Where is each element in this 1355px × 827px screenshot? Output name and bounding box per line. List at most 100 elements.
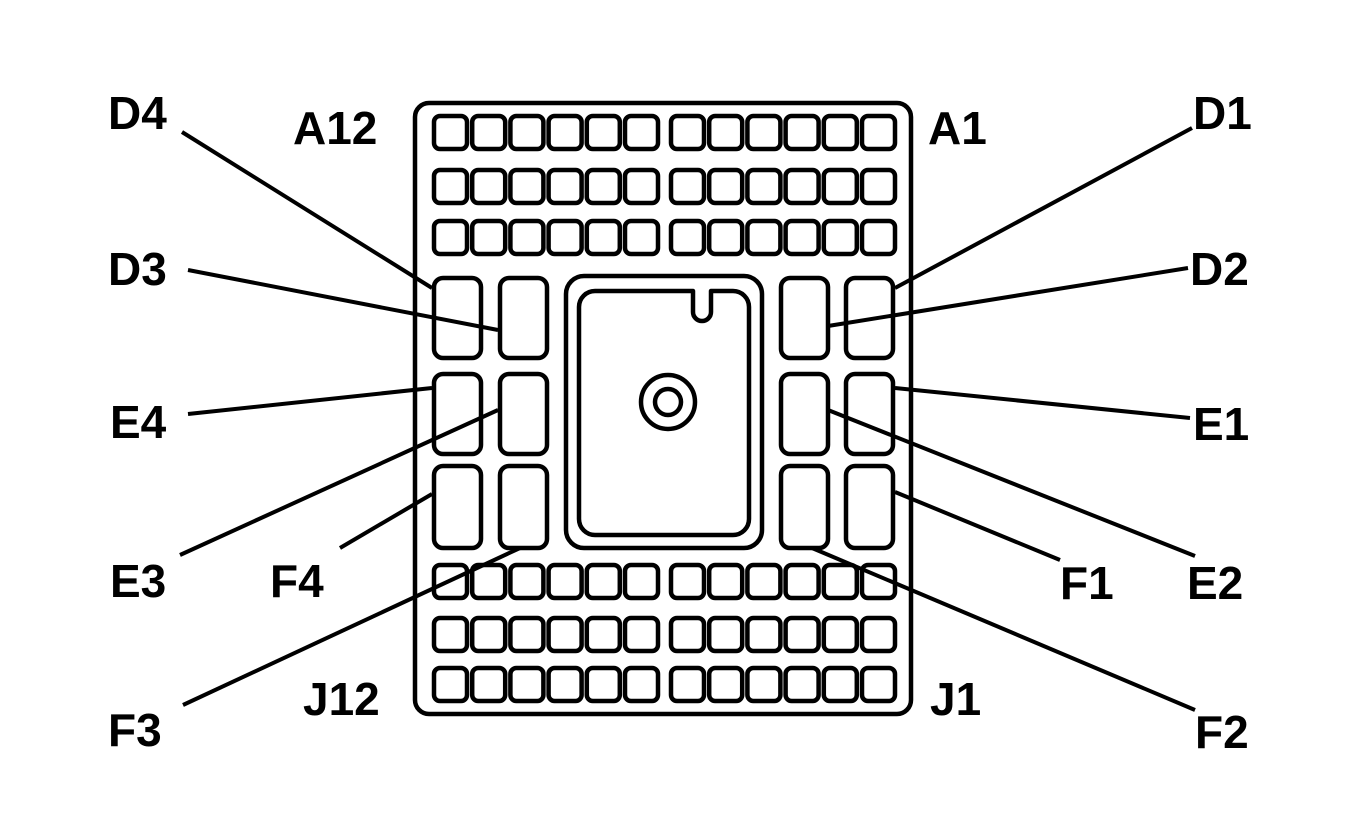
- bottom-pin-cavity: [546, 615, 584, 654]
- bottom-pin-cavity: [584, 562, 623, 601]
- top-pin-cavity: [745, 218, 783, 257]
- top-pin-cavity: [584, 113, 623, 152]
- top-pin-cavity: [821, 167, 860, 206]
- top-pin-cavity: [821, 113, 860, 152]
- label-f4: F4: [270, 555, 324, 607]
- bottom-pin-cavity: [668, 615, 707, 654]
- leader-f1: [894, 490, 1061, 562]
- top-pin-cavity: [668, 218, 707, 257]
- cavity-f3: [497, 463, 550, 551]
- top-pin-cavity: [546, 113, 584, 152]
- bottom-pin-cavity: [745, 562, 783, 601]
- top-pin-cavity: [706, 218, 745, 257]
- label-j12: J12: [303, 673, 380, 725]
- leader-d1: [894, 126, 1193, 290]
- label-e3: E3: [110, 555, 166, 607]
- label-e4: E4: [110, 396, 167, 448]
- bottom-pin-cavity: [745, 665, 783, 704]
- bottom-pin-cavity: [469, 665, 508, 704]
- top-pin-cavity: [508, 113, 546, 152]
- leader-lines: [179, 126, 1196, 712]
- label-f3: F3: [108, 704, 162, 756]
- label-f1: F1: [1060, 557, 1114, 609]
- top-pin-cavity: [584, 218, 623, 257]
- label-f2: F2: [1195, 706, 1249, 758]
- bottom-pin-cavity: [783, 562, 821, 601]
- label-e1: E1: [1193, 398, 1249, 450]
- bottom-pin-cavity: [469, 615, 508, 654]
- top-pin-cavity: [622, 113, 661, 152]
- top-pin-cavity: [508, 218, 546, 257]
- top-pin-cavity: [469, 218, 508, 257]
- bottom-pin-cavity: [745, 615, 783, 654]
- bottom-pin-cavity: [783, 665, 821, 704]
- leader-e4: [187, 386, 433, 416]
- leader-e3: [179, 408, 499, 557]
- leader-f3: [182, 546, 521, 707]
- bottom-pin-cavity: [546, 665, 584, 704]
- bottom-pin-cavity: [859, 665, 898, 704]
- top-pin-cavity: [859, 113, 898, 152]
- bottom-pin-cavity: [859, 615, 898, 654]
- center-post-outer: [638, 372, 698, 432]
- label-j1: J1: [930, 673, 981, 725]
- top-pin-cavity: [783, 113, 821, 152]
- bottom-pin-cavity: [584, 615, 623, 654]
- bottom-pin-cavity: [431, 665, 470, 704]
- cavity-e4: [431, 371, 484, 457]
- bottom-pin-cavity: [668, 562, 707, 601]
- bottom-pin-cavity: [783, 615, 821, 654]
- top-pin-cavity: [745, 167, 783, 206]
- leader-d4: [180, 130, 434, 290]
- bottom-pin-cavity: [821, 615, 860, 654]
- cavity-e3: [497, 371, 550, 457]
- center-post-inner: [652, 386, 684, 418]
- bottom-pin-cavity: [706, 665, 745, 704]
- bottom-pin-cavity: [584, 665, 623, 704]
- top-pin-cavity: [706, 167, 745, 206]
- label-d2: D2: [1190, 243, 1249, 295]
- bottom-pin-cavity: [546, 562, 584, 601]
- label-e2: E2: [1187, 557, 1243, 609]
- label-d3: D3: [108, 243, 167, 295]
- top-pin-cavity: [431, 113, 470, 152]
- leader-f4: [338, 492, 434, 550]
- pin-labels: D4 A12 A1 D1 D3 D2 E4 E1 E3 F4 F1 E2 J12…: [108, 87, 1252, 758]
- top-pin-cavity: [469, 167, 508, 206]
- bottom-pin-cavity: [431, 615, 470, 654]
- leader-d3: [187, 268, 499, 332]
- top-pin-cavity: [622, 167, 661, 206]
- bottom-pin-cavity: [622, 615, 661, 654]
- cavity-e2: [778, 371, 831, 457]
- leader-d2: [827, 266, 1189, 328]
- top-pin-cavity: [859, 167, 898, 206]
- bottom-pin-cavity: [469, 562, 508, 601]
- bottom-pin-cavity: [821, 665, 860, 704]
- top-pin-cavity: [668, 113, 707, 152]
- leader-e1: [894, 386, 1191, 420]
- leader-f2: [811, 546, 1196, 712]
- pin-rows-bottom: [431, 562, 898, 704]
- bottom-pin-cavity: [622, 562, 661, 601]
- top-pin-cavity: [706, 113, 745, 152]
- leader-e2: [827, 408, 1196, 558]
- label-a12: A12: [293, 102, 377, 154]
- bottom-pin-cavity: [508, 562, 546, 601]
- top-pin-cavity: [546, 218, 584, 257]
- top-pin-cavity: [584, 167, 623, 206]
- bottom-pin-cavity: [508, 665, 546, 704]
- center-housing: [563, 273, 765, 551]
- top-pin-cavity: [508, 167, 546, 206]
- cavity-f2: [778, 463, 831, 551]
- top-pin-cavity: [668, 167, 707, 206]
- label-d1: D1: [1193, 87, 1252, 139]
- top-pin-cavity: [431, 167, 470, 206]
- pin-rows-top: [431, 113, 898, 257]
- bottom-pin-cavity: [668, 665, 707, 704]
- cavity-f4: [431, 463, 484, 551]
- bottom-pin-cavity: [508, 615, 546, 654]
- top-pin-cavity: [622, 218, 661, 257]
- connector-body: [412, 100, 914, 717]
- bottom-pin-cavity: [706, 562, 745, 601]
